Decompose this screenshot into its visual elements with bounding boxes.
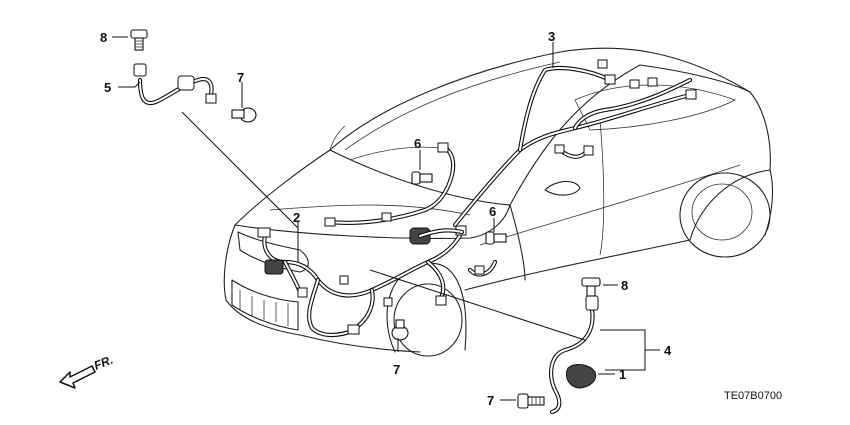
callout-6-lower: 6 xyxy=(489,204,496,219)
callout-8-right: 8 xyxy=(621,278,628,293)
bolt-6-upper xyxy=(411,171,433,185)
callout-3: 3 xyxy=(548,29,555,44)
drawing-code: TE07B0700 xyxy=(724,390,782,402)
callout-7-middle: 7 xyxy=(393,362,400,377)
callout-8-top: 8 xyxy=(100,30,107,45)
front-direction-indicator: FR. xyxy=(59,353,115,389)
door-wire-harness xyxy=(467,259,498,277)
bolt-7-middle xyxy=(391,319,409,341)
bolt-7-top xyxy=(231,107,257,123)
front-arrow-icon xyxy=(59,365,96,389)
engine-wire-harness xyxy=(257,225,467,338)
part-1-battery-cable xyxy=(549,295,599,415)
bolt-7-bottom xyxy=(517,393,545,409)
callout-1: 1 xyxy=(619,367,626,382)
callout-7-top: 7 xyxy=(237,70,244,85)
callout-5: 5 xyxy=(104,80,111,95)
callout-2: 2 xyxy=(293,210,300,225)
bolt-6-lower xyxy=(485,231,507,245)
leader-lines xyxy=(112,36,660,401)
callout-4: 4 xyxy=(664,343,672,358)
dashboard-wire-harness xyxy=(324,142,456,227)
callout-7-bottom: 7 xyxy=(487,393,494,408)
part-5-ground-cable xyxy=(133,63,217,106)
body-wire-harness xyxy=(452,59,697,228)
bolt-8-top xyxy=(130,29,148,51)
callout-6-upper: 6 xyxy=(414,136,421,151)
bolt-8-right xyxy=(581,277,601,297)
front-direction-label: FR. xyxy=(92,353,115,373)
